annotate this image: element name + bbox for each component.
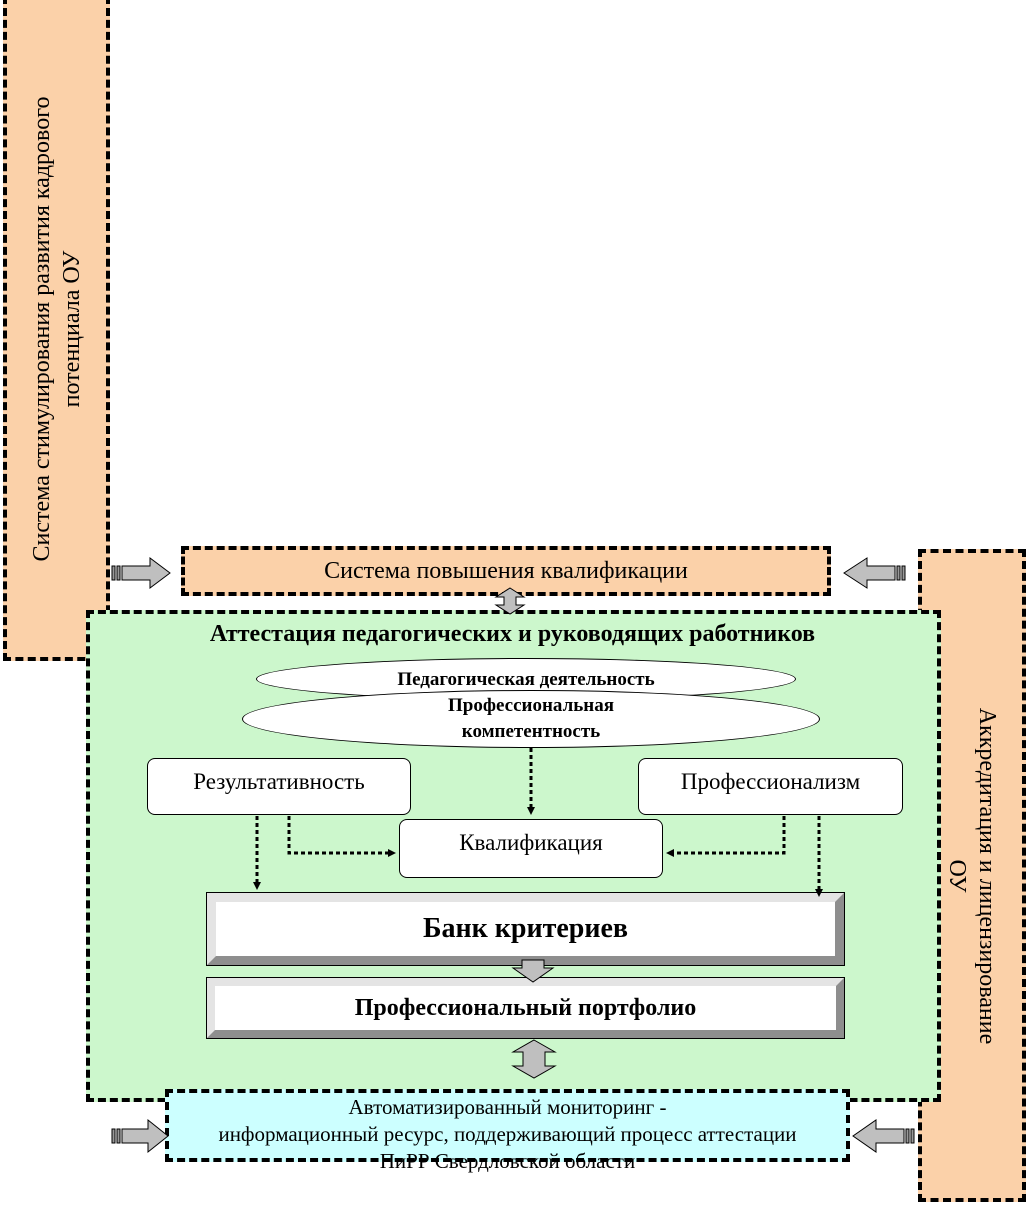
qualification-label: Квалификация [459,830,603,855]
portfolio-label: Профессиональный портфолио [354,994,697,1021]
double-arrow-bottom [511,1039,557,1079]
monitoring-box [165,1089,850,1162]
attestation-title: Аттестация педагогических и руководящих … [209,620,816,647]
monitoring-line2: информационный ресурс, поддерживающий пр… [218,1122,797,1146]
dotted-professionalism-to-qualification [666,816,786,857]
professionalism-label: Профессионализм [680,769,861,794]
competence-label-line1: Профессиональная [447,695,615,716]
competence-label-line2: компетентность [461,721,601,742]
competence-ellipse: Профессиональная компетентность [242,690,820,748]
results-box: Результативность [147,758,411,815]
criteria-bank-box: Банк критериев [206,892,845,966]
arrow-left-to-monitoring [111,1118,169,1154]
arrow-bank-to-portfolio [511,959,555,983]
arrow-left-to-top-box [111,557,171,589]
monitoring-text: Автоматизированный мониторинг - информац… [165,1094,850,1175]
results-label: Результативность [193,769,365,794]
double-arrow-top [494,587,526,615]
arrow-right-to-top-box [843,557,906,589]
arrow-right-to-monitoring [852,1119,915,1153]
criteria-bank-label: Банк критериев [422,913,629,944]
qualification-upgrade-box: Система повышения квалификации [181,546,831,596]
dotted-results-to-qualification [287,816,396,857]
qualification-upgrade-label: Система повышения квалификации [324,557,688,584]
pedagogical-activity-label: Педагогическая деятельность [397,669,655,690]
monitoring-line1: Автоматизированный мониторинг - [348,1095,667,1119]
professionalism-box: Профессионализм [638,758,903,815]
left-panel: Система стимулирования развития кадровог… [3,0,110,661]
portfolio-box: Профессиональный портфолио [206,977,845,1039]
qualification-box: Квалификация [399,819,663,878]
monitoring-line3: ПиРР Свердловской области [379,1149,636,1173]
